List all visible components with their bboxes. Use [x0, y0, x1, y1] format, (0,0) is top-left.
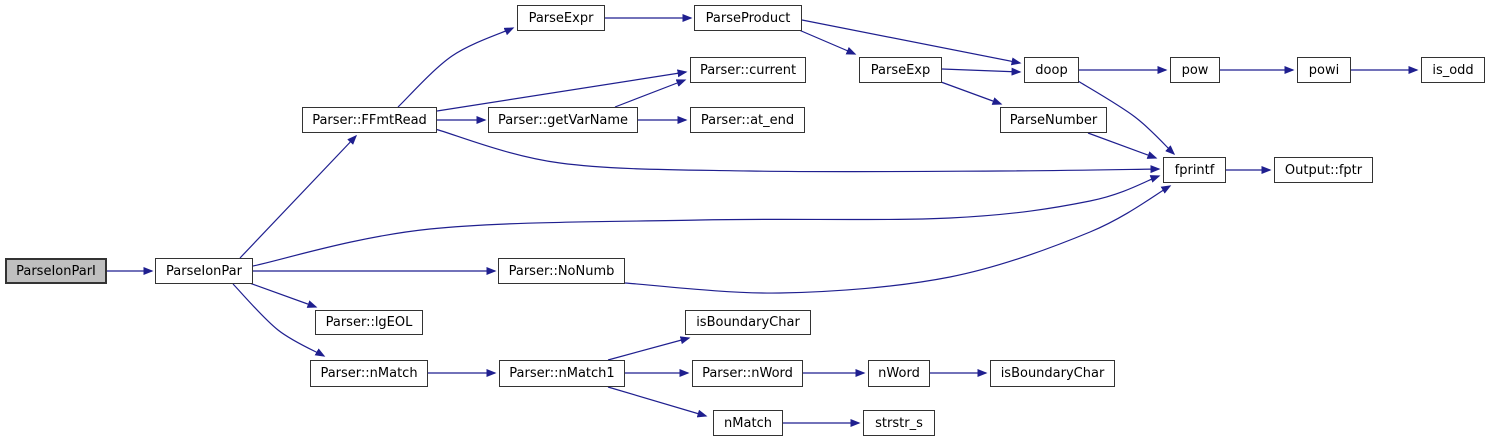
graph-node-ParseNumber[interactable]: ParseNumber — [1000, 107, 1107, 133]
edge-ParseIonPar-to-FFmtRead — [239, 134, 358, 259]
edge-ParseProduct-to-ParseExp — [798, 29, 857, 55]
edge-ParseIonPar-to-lgEOL — [243, 280, 318, 308]
graph-node-nMatch[interactable]: nMatch — [713, 410, 783, 436]
graph-node-current[interactable]: Parser::current — [690, 57, 806, 83]
edge-NoNumb-to-fprintf — [624, 185, 1172, 294]
graph-node-at_end[interactable]: Parser::at_end — [690, 107, 805, 133]
edge-FFmtRead-to-current — [436, 69, 688, 112]
graph-node-isBoundaryChar2[interactable]: isBoundaryChar — [990, 360, 1115, 387]
edge-FFmtRead-to-ParseExpr — [397, 27, 515, 108]
edge-nMatch1-to-nMatch — [607, 386, 708, 418]
graph-node-Output_fptr[interactable]: Output::fptr — [1274, 157, 1373, 183]
graph-node-FFmtRead[interactable]: Parser::FFmtRead — [302, 107, 437, 133]
edge-ParseExp-to-ParseNumber — [940, 81, 1003, 105]
graph-node-isBoundaryChar1[interactable]: isBoundaryChar — [685, 310, 811, 335]
edge-ParseNumber-to-fprintf — [1087, 132, 1158, 159]
graph-node-nWordP[interactable]: Parser::nWord — [692, 360, 803, 387]
edge-getVarName-to-current — [614, 79, 687, 108]
graph-node-lgEOL[interactable]: Parser::lgEOL — [315, 310, 423, 335]
graph-node-NoNumb[interactable]: Parser::NoNumb — [498, 258, 625, 284]
graph-node-pow[interactable]: pow — [1170, 57, 1220, 83]
graph-node-nMatchP[interactable]: Parser::nMatch — [310, 360, 428, 387]
edge-ParseIonPar-to-fprintf — [252, 175, 1161, 267]
graph-node-ParseExp[interactable]: ParseExp — [859, 57, 942, 83]
graph-node-fprintf[interactable]: fprintf — [1163, 157, 1226, 183]
edge-FFmtRead-to-fprintf — [434, 128, 1161, 174]
graph-node-nWord[interactable]: nWord — [868, 360, 930, 387]
graph-node-ParseIonParI[interactable]: ParseIonParI — [5, 258, 107, 284]
edge-ParseExp-to-doop — [941, 67, 1022, 76]
graph-node-ParseProduct[interactable]: ParseProduct — [694, 5, 802, 31]
edge-nMatch1-to-isBoundaryChar1 — [607, 336, 691, 361]
graph-node-getVarName[interactable]: Parser::getVarName — [488, 107, 638, 133]
graph-node-ParseIonPar[interactable]: ParseIonPar — [155, 258, 253, 284]
graph-node-powi[interactable]: powi — [1297, 57, 1351, 83]
graph-node-ParseExpr[interactable]: ParseExpr — [517, 5, 605, 31]
graph-node-doop[interactable]: doop — [1024, 57, 1079, 83]
graph-node-is_odd[interactable]: is_odd — [1421, 57, 1485, 83]
edge-ParseIonPar-to-nMatchP — [232, 283, 326, 357]
graph-node-nMatch1[interactable]: Parser::nMatch1 — [499, 360, 625, 387]
graph-node-strstr_s[interactable]: strstr_s — [863, 410, 935, 436]
